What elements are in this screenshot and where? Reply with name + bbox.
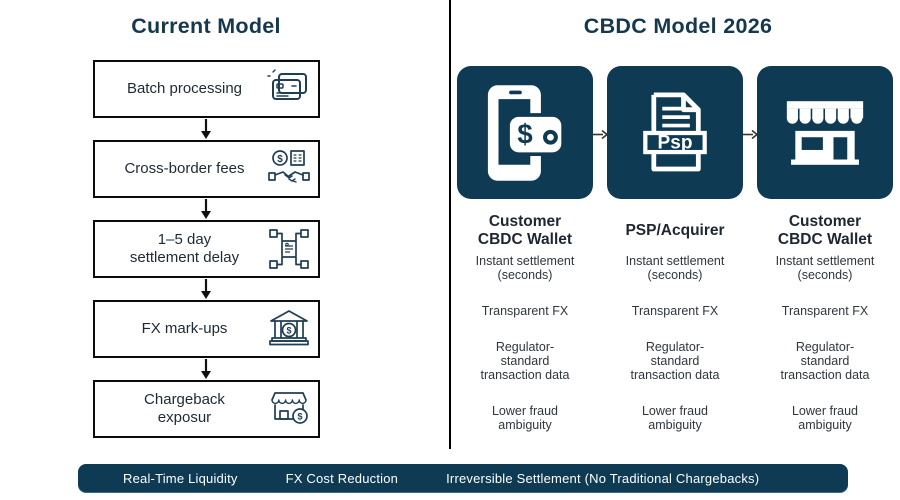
svg-text:$: $ (277, 154, 283, 165)
flow-step-settlement-delay: 1–5 day settlement delay (93, 220, 320, 278)
feature-item: Instant settlement (seconds) (475, 254, 575, 282)
feature-item: Instant settlement (seconds) (625, 254, 725, 282)
storefront-icon (786, 100, 864, 165)
current-model-title: Current Model (131, 14, 281, 38)
tile-label: Customer CBDC Wallet (777, 213, 873, 248)
flow-step-label: Cross-border fees (124, 160, 245, 177)
feature-item: Regulator- standard transaction data (630, 340, 720, 382)
feature-list: Instant settlement (seconds) Transparent… (450, 254, 600, 454)
benefit-item: FX Cost Reduction (285, 471, 399, 486)
cbdc-column-customer-wallet: $ Customer CBDC Wallet Instant settlemen… (450, 66, 600, 432)
flow-step-batch-processing: Batch processing (93, 60, 320, 118)
svg-text:$: $ (517, 118, 532, 149)
psp-icon-text: Psp (658, 132, 693, 153)
tile-label: PSP/Acquirer (625, 222, 725, 240)
feature-item: Lower fraud ambiguity (791, 404, 858, 432)
down-arrow-icon (199, 119, 213, 139)
feature-list: Instant settlement (seconds) Transparent… (600, 254, 750, 454)
svg-text:$: $ (297, 412, 302, 422)
feature-item: Regulator- standard transaction data (780, 340, 870, 382)
credit-cards-icon (267, 67, 311, 111)
customer-wallet-tile: $ (457, 66, 593, 199)
flow-step-label: FX mark-ups (141, 320, 228, 337)
storefront-coin-icon: $ (267, 387, 311, 431)
psp-file-icon: Psp (643, 91, 707, 171)
merchant-store-tile (757, 66, 893, 199)
down-arrow-icon (199, 279, 213, 299)
feature-item: Transparent FX (781, 304, 869, 318)
flow-step-fx-markups: FX mark-ups $ (93, 300, 320, 358)
cbdc-column-merchant-wallet: Customer CBDC Wallet Instant settlement … (750, 66, 900, 432)
feature-item: Lower fraud ambiguity (491, 404, 558, 432)
cbdc-model-title: CBDC Model 2026 (583, 14, 773, 38)
feature-list: Instant settlement (seconds) Transparent… (750, 254, 900, 454)
feature-item: Instant settlement (seconds) (775, 254, 875, 282)
tile-label: Customer CBDC Wallet (477, 213, 573, 248)
feature-item: Regulator- standard transaction data (480, 340, 570, 382)
phone-wallet-icon: $ (487, 84, 566, 181)
benefits-bar: Real-Time Liquidity FX Cost Reduction Ir… (78, 464, 848, 493)
bank-icon: $ (267, 307, 311, 351)
feature-item: Transparent FX (481, 304, 569, 318)
flow-step-label: Batch processing (126, 80, 243, 97)
ledger-network-icon (267, 227, 311, 271)
flow-step-label: 1–5 day settlement delay (129, 231, 240, 266)
psp-acquirer-tile: Psp (607, 66, 743, 199)
money-handshake-icon: $ (267, 147, 311, 191)
flow-step-chargeback-exposure: Chargeback exposur $ (93, 380, 320, 438)
benefit-item: Irreversible Settlement (No Traditional … (446, 471, 760, 486)
svg-text:$: $ (286, 326, 291, 336)
down-arrow-icon (199, 359, 213, 379)
flow-step-cross-border-fees: Cross-border fees $ (93, 140, 320, 198)
feature-item: Transparent FX (631, 304, 719, 318)
down-arrow-icon (199, 199, 213, 219)
cbdc-column-psp-acquirer: Psp PSP/Acquirer Instant settlement (sec… (600, 66, 750, 432)
vertical-divider (449, 0, 451, 449)
flow-step-label: Chargeback exposur (144, 391, 225, 426)
benefit-item: Real-Time Liquidity (123, 471, 238, 486)
feature-item: Lower fraud ambiguity (641, 404, 708, 432)
